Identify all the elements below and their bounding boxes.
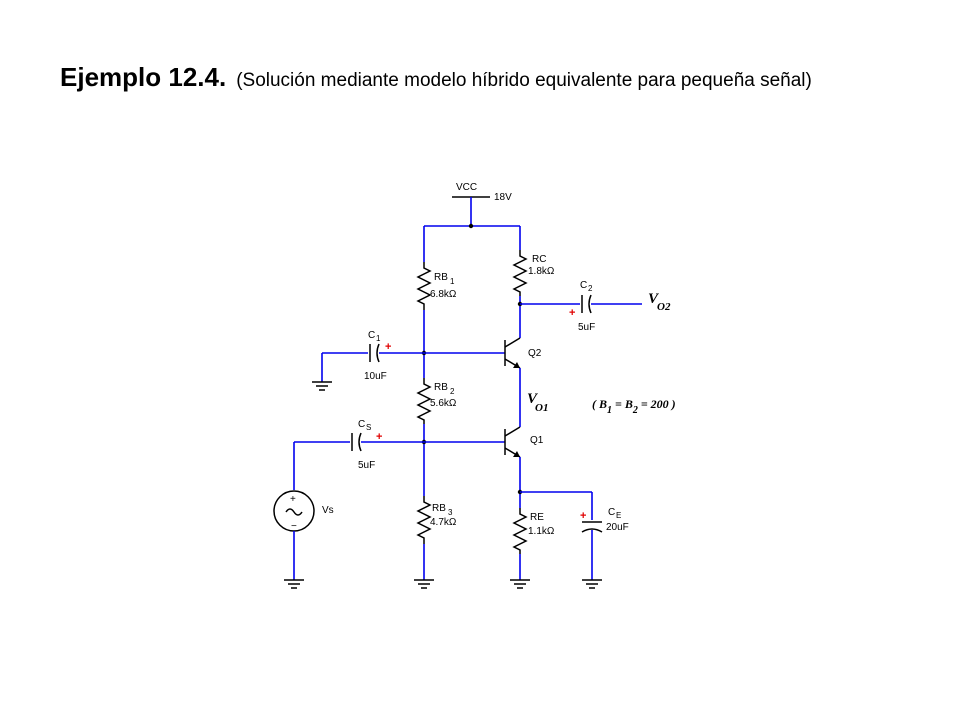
- c1-name: C: [368, 330, 375, 341]
- cs-index: S: [366, 423, 371, 432]
- rc-name: RC: [532, 254, 546, 265]
- resistor-rb3: RB 3 4.7kΩ: [416, 496, 457, 544]
- cs-value: 5uF: [358, 460, 375, 471]
- svg-text:V: V: [527, 391, 539, 407]
- rb1-name: RB: [434, 272, 448, 283]
- ground-c1: [312, 381, 332, 391]
- page-title: Ejemplo 12.4. (Solución mediante modelo …: [60, 62, 812, 93]
- q1-label: Q1: [530, 435, 544, 446]
- capacitor-ce: + C E 20uF: [580, 507, 629, 533]
- transistor-q2: Q2: [504, 337, 542, 369]
- resistor-re: RE 1.1kΩ: [512, 508, 555, 554]
- ce-index: E: [616, 511, 621, 520]
- c1-polarity-plus: +: [385, 341, 391, 353]
- vcc-supply: VCC 18V: [452, 182, 512, 226]
- vs-minus: −: [291, 521, 297, 532]
- vs-plus: +: [290, 494, 296, 505]
- re-name: RE: [530, 512, 544, 523]
- ground-ce: [582, 579, 602, 589]
- rb2-name: RB: [434, 382, 448, 393]
- voltage-source-vs: + − Vs: [273, 490, 334, 532]
- rc-value: 1.8kΩ: [528, 266, 555, 277]
- ground-re: [510, 579, 530, 589]
- rb1-value: 6.8kΩ: [430, 289, 457, 300]
- capacitor-c2: C 2 + 5uF: [569, 280, 595, 333]
- c2-name: C: [580, 280, 587, 291]
- cs-name: C: [358, 419, 365, 430]
- ce-value: 20uF: [606, 522, 629, 533]
- q2-label: Q2: [528, 348, 542, 359]
- ce-polarity-plus: +: [580, 510, 586, 522]
- vs-label: Vs: [322, 505, 334, 516]
- rb3-value: 4.7kΩ: [430, 517, 457, 528]
- vcc-label: VCC: [456, 182, 477, 193]
- beta-note: ( B1 = B2 = 200 ): [592, 397, 676, 416]
- cs-polarity-plus: +: [376, 431, 382, 443]
- capacitor-c1: C 1 + 10uF: [364, 330, 391, 382]
- c2-value: 5uF: [578, 322, 595, 333]
- vcc-value: 18V: [494, 192, 512, 203]
- svg-text:O1: O1: [535, 402, 548, 414]
- rb1-index: 1: [450, 277, 455, 286]
- c2-polarity-plus: +: [569, 307, 575, 319]
- ground-rb3: [414, 579, 434, 589]
- capacitor-cs: C S + 5uF: [351, 419, 382, 471]
- resistor-rb2: RB 2 5.6kΩ: [416, 378, 457, 424]
- transistor-q1: Q1: [504, 426, 544, 458]
- c1-value: 10uF: [364, 371, 387, 382]
- rb2-index: 2: [450, 387, 455, 396]
- rb3-index: 3: [448, 508, 453, 517]
- vo1-label: V O1: [527, 391, 548, 414]
- c1-index: 1: [376, 334, 381, 343]
- title-main: Ejemplo 12.4.: [60, 62, 227, 92]
- resistor-rb1: RB 1 6.8kΩ: [416, 262, 457, 310]
- re-value: 1.1kΩ: [528, 526, 555, 537]
- c2-index: 2: [588, 284, 593, 293]
- junction-vcc: [468, 223, 474, 229]
- ce-name: C: [608, 507, 615, 518]
- resistor-rc: RC 1.8kΩ: [512, 250, 555, 296]
- ground-vs: [284, 579, 304, 589]
- title-subtitle: (Solución mediante modelo híbrido equiva…: [236, 70, 812, 91]
- rb3-name: RB: [432, 503, 446, 514]
- svg-text:V: V: [648, 291, 660, 307]
- vo2-label: V O2: [648, 291, 671, 313]
- svg-text:O2: O2: [657, 301, 671, 313]
- rb2-value: 5.6kΩ: [430, 398, 457, 409]
